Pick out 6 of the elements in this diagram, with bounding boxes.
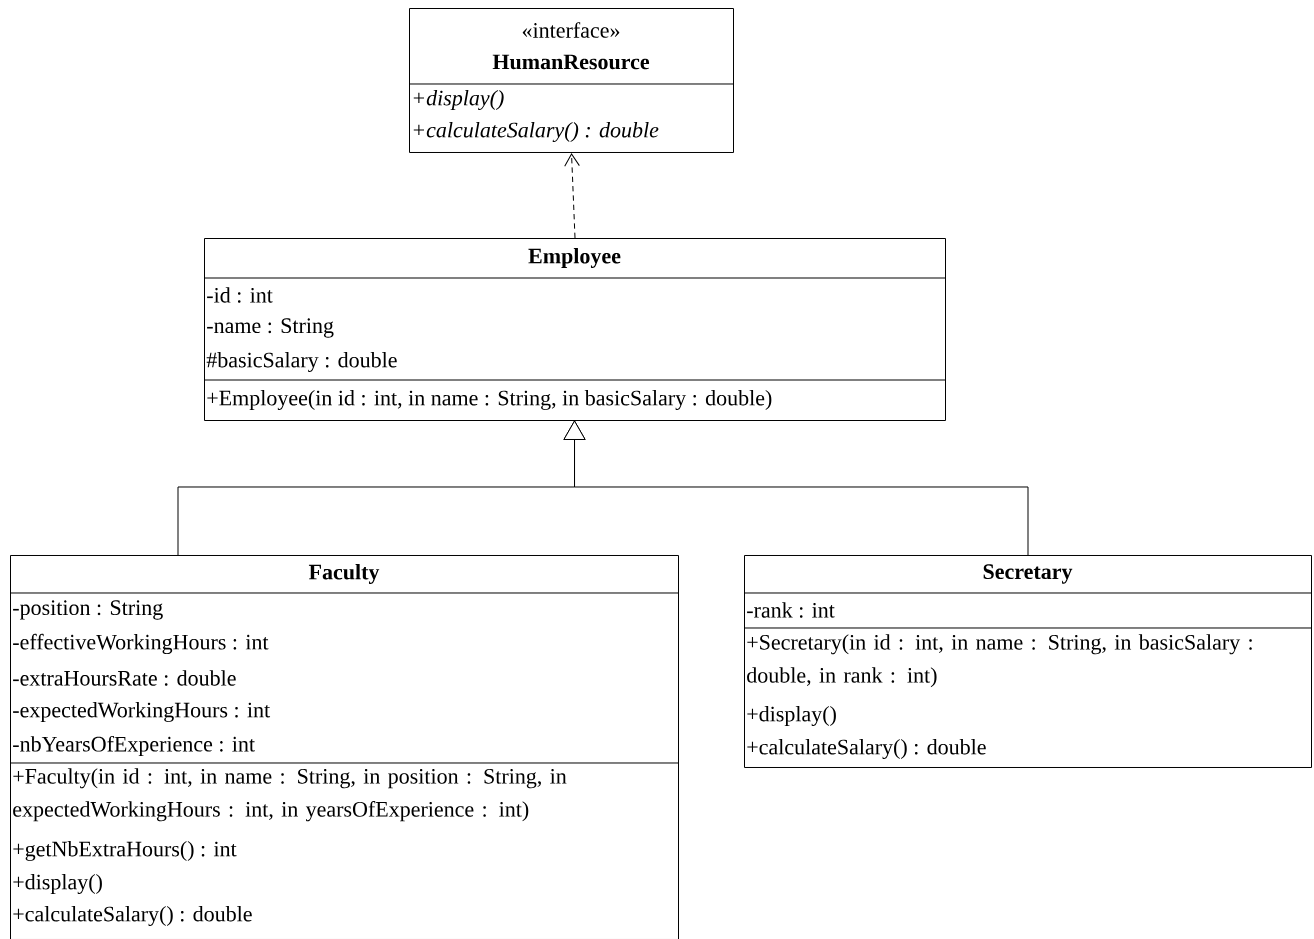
realization-arrow bbox=[564, 153, 580, 239]
class-box: «interface» HumanResource +display() +calculateSalary() : double bbox=[408, 8, 734, 153]
class-box: Employee -id : int -name : String #basicSalary : double +Employee(in id : int, in name : String, in basicSalary : double) bbox=[203, 238, 946, 421]
class-box: Faculty -position : String -effectiveWorkingHours : int -extraHoursRate : double -expectedWorkingHours : int -nbYearsOfExperience : int +Faculty(in id : int, in name : String, in position : String, in expectedWorkingHours : int, in yearsOfExperience : int) +getNbExtraHours() : int +display() +calculateSalary() : double bbox=[9, 555, 679, 939]
class-box: Secretary -rank : int +Secretary(in id : int, in name : String, in basicSalary : double, in rank : int) +display() +calculateSalary() : double bbox=[743, 555, 1312, 768]
inheritance-arrow bbox=[563, 420, 1029, 556]
